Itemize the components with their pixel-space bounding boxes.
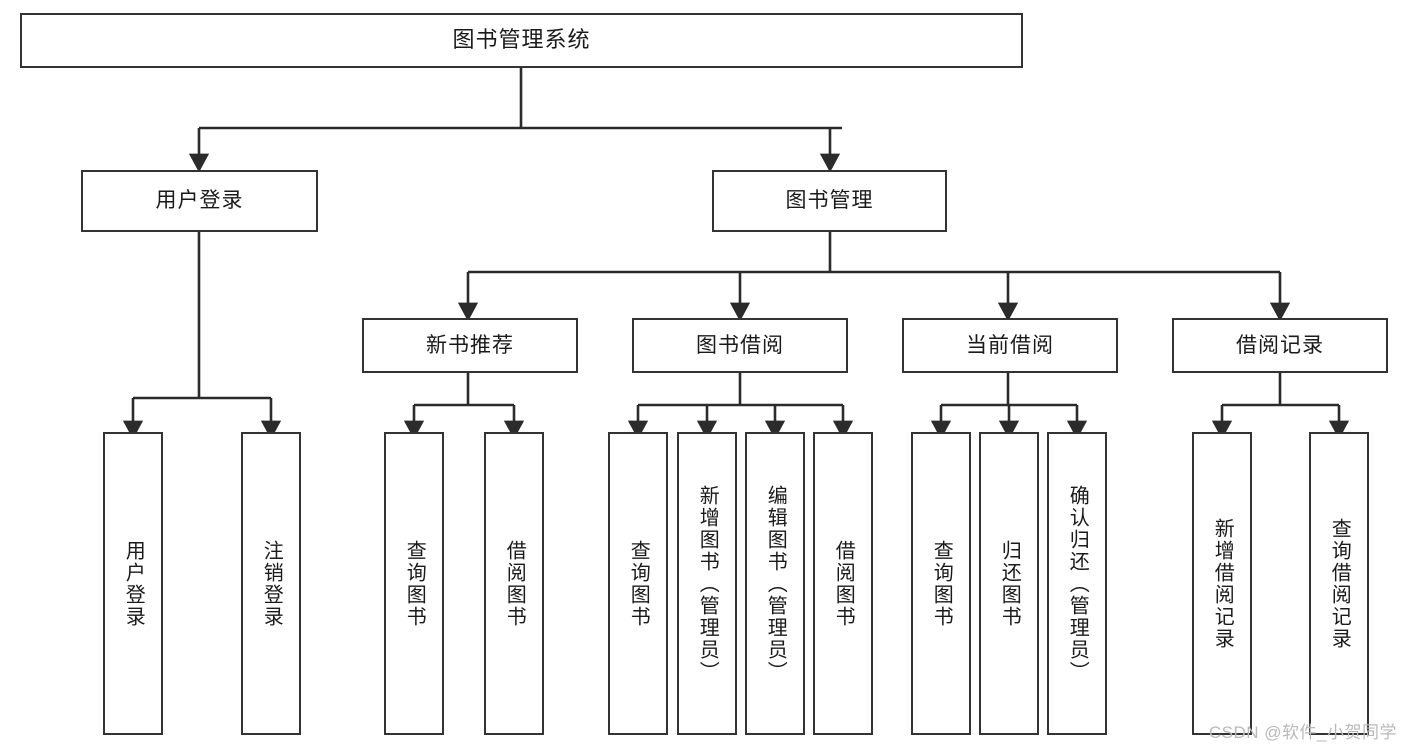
node-label: 借阅图书 — [832, 539, 855, 628]
node-label: 新增借阅记录 — [1211, 517, 1234, 650]
node-label: 归还图书 — [998, 539, 1021, 628]
leaf-add-book-admin[interactable]: 新增图书（管理员） — [677, 432, 737, 735]
node-label: 确认归还（管理员） — [1066, 484, 1089, 683]
leaf-query-book-current[interactable]: 查询图书 — [911, 432, 971, 735]
leaf-return-book[interactable]: 归还图书 — [979, 432, 1039, 735]
node-label: 图书借阅 — [696, 333, 784, 357]
node-label: 借阅记录 — [1236, 333, 1324, 357]
leaf-user-login[interactable]: 用户登录 — [103, 432, 163, 735]
leaf-query-borrow-record[interactable]: 查询借阅记录 — [1309, 432, 1369, 735]
node-label: 当前借阅 — [966, 333, 1054, 357]
node-current-borrow[interactable]: 当前借阅 — [902, 318, 1118, 373]
node-book-management[interactable]: 图书管理 — [712, 170, 947, 232]
leaf-borrow-book-borrow[interactable]: 借阅图书 — [813, 432, 873, 735]
node-book-borrow[interactable]: 图书借阅 — [632, 318, 848, 373]
node-label: 新书推荐 — [426, 333, 514, 357]
node-new-book-recommend[interactable]: 新书推荐 — [362, 318, 578, 373]
node-label: 新增图书（管理员） — [696, 484, 719, 683]
watermark: CSDN @软件_小贺同学 — [1208, 723, 1397, 742]
leaf-confirm-return-admin[interactable]: 确认归还（管理员） — [1047, 432, 1107, 735]
node-label: 用户登录 — [155, 189, 244, 213]
node-label: 图书管理系统 — [452, 27, 591, 53]
node-label: 注销登录 — [260, 539, 283, 628]
leaf-borrow-book-recommend[interactable]: 借阅图书 — [484, 432, 544, 735]
leaf-query-book-recommend[interactable]: 查询图书 — [384, 432, 444, 735]
node-label: 用户登录 — [122, 539, 145, 628]
node-label: 查询图书 — [930, 539, 953, 628]
node-label: 图书管理 — [785, 189, 874, 213]
node-label: 查询图书 — [403, 539, 426, 628]
leaf-query-book-borrow[interactable]: 查询图书 — [608, 432, 668, 735]
node-user-login[interactable]: 用户登录 — [81, 170, 318, 232]
leaf-edit-book-admin[interactable]: 编辑图书（管理员） — [745, 432, 805, 735]
node-book-management-system[interactable]: 图书管理系统 — [20, 13, 1023, 68]
node-borrow-record[interactable]: 借阅记录 — [1172, 318, 1388, 373]
leaf-logout[interactable]: 注销登录 — [241, 432, 301, 735]
node-label: 借阅图书 — [503, 539, 526, 628]
node-label: 查询借阅记录 — [1328, 517, 1351, 650]
node-label: 查询图书 — [627, 539, 650, 628]
node-label: 编辑图书（管理员） — [764, 484, 787, 683]
leaf-add-borrow-record[interactable]: 新增借阅记录 — [1192, 432, 1252, 735]
